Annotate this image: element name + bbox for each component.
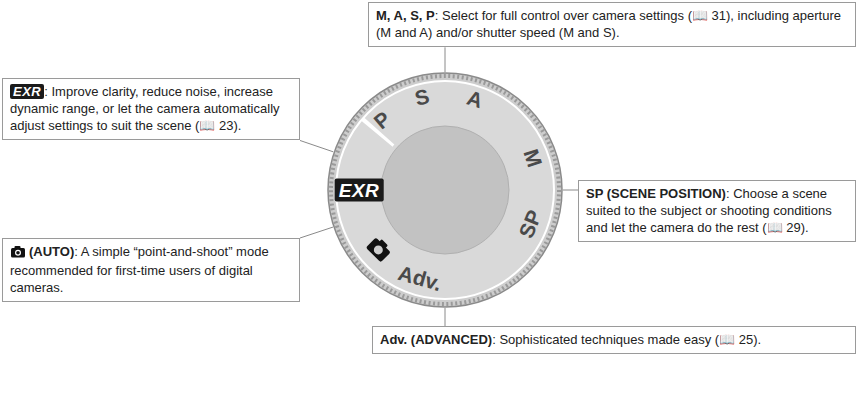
dial-mode-label: EXR — [335, 179, 384, 202]
leader-line — [445, 308, 446, 326]
leader-line — [300, 227, 333, 238]
callout-body: : Select for full control over camera se… — [376, 8, 841, 40]
callout-box: (AUTO): A simple “point-and-shoot” mode … — [2, 238, 300, 302]
callout-heading: Adv. (ADVANCED) — [380, 332, 492, 347]
callout-heading: SP (SCENE POSITION) — [586, 186, 726, 201]
callout-box: EXR: Improve clarity, reduce noise, incr… — [2, 78, 300, 140]
leader-line — [300, 140, 333, 151]
leader-line — [563, 190, 578, 191]
callout-heading: (AUTO) — [29, 244, 74, 259]
camera-icon — [10, 245, 26, 262]
mode-dial: PSAMSPAdv.EXR — [327, 72, 563, 308]
callout-box: SP (SCENE POSITION): Choose a scene suit… — [578, 180, 856, 242]
callout-body: : Improve clarity, reduce noise, increas… — [10, 84, 280, 133]
callout-box: M, A, S, P: Select for full control over… — [368, 2, 856, 47]
callout-heading: M, A, S, P — [376, 8, 435, 23]
leader-line — [445, 47, 446, 72]
callout-box: Adv. (ADVANCED): Sophisticated technique… — [372, 326, 856, 354]
camera-symbol — [366, 235, 393, 262]
callout-heading: EXR — [10, 84, 44, 99]
callout-body: : Sophisticated techniques made easy (📖 … — [492, 332, 761, 347]
